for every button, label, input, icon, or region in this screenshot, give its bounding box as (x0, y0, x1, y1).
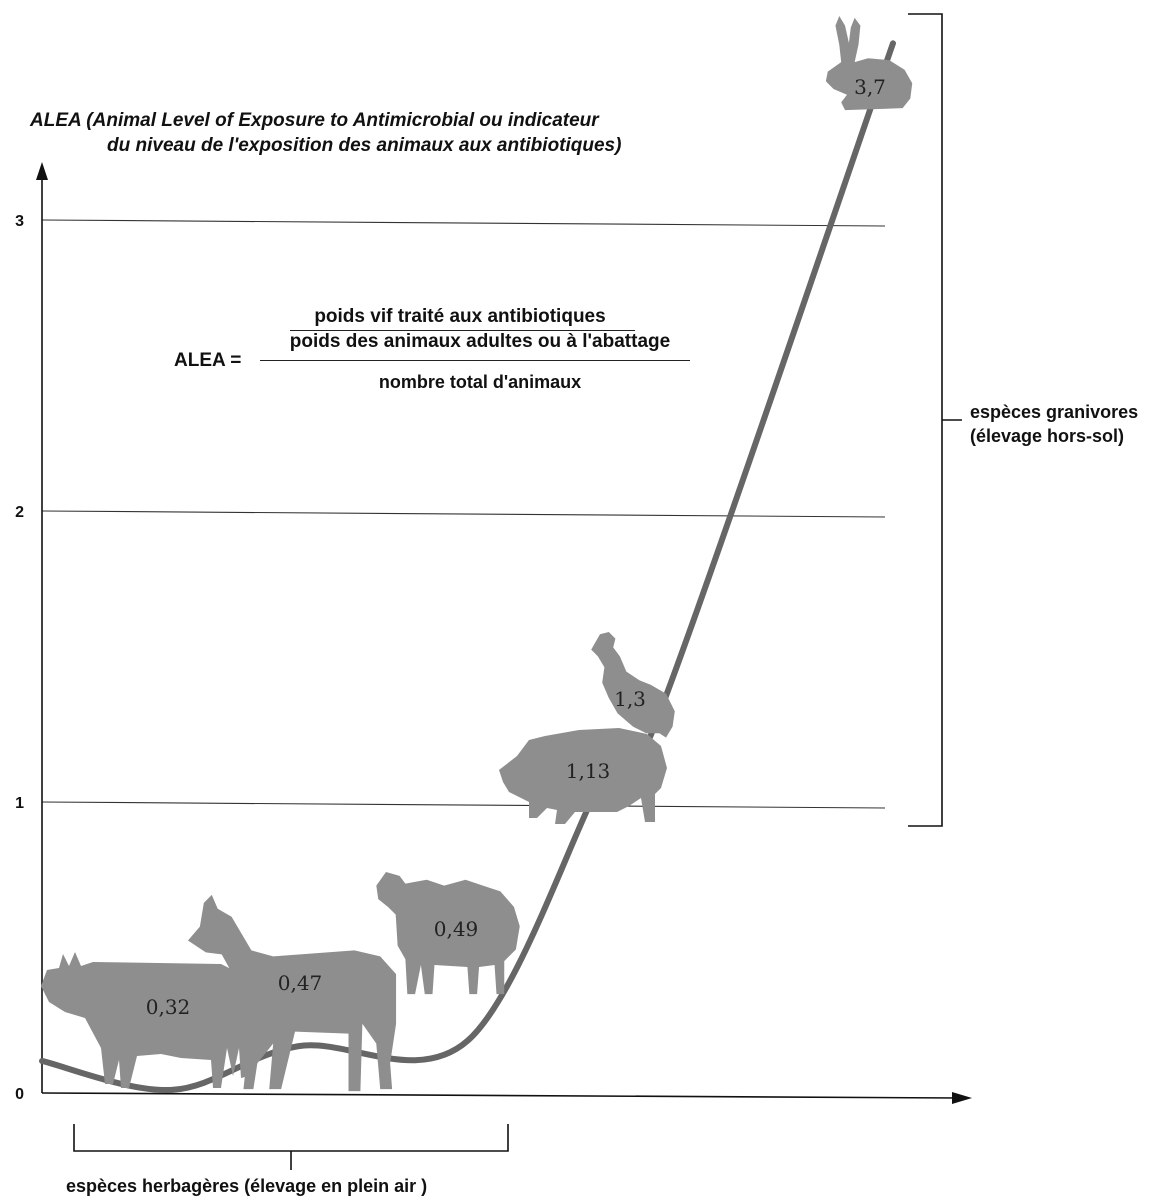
y-tick-label: 2 (15, 504, 24, 521)
data-label: 0,32 (146, 995, 191, 1019)
x-axis-line (41, 1092, 959, 1099)
granivores-bracket (908, 13, 943, 827)
y-tick-label: 3 (15, 213, 24, 230)
chicken-icon: 1,3 (591, 632, 675, 738)
gridline-2 (41, 510, 886, 518)
data-label: 1,3 (614, 687, 646, 711)
y-axis-label-line1: ALEA (Animal Level of Exposure to Antimi… (30, 110, 599, 131)
rabbit-icon: 3,7 (825, 16, 913, 111)
herbageres-group-label: espèces herbagères (élevage en plein air… (66, 1176, 428, 1196)
data-label: 1,13 (566, 759, 611, 783)
y-axis-label: ALEA (Animal Level of Exposure to Antimi… (30, 108, 690, 158)
chicken-icon-shape (591, 632, 675, 738)
granivores-label-line1: espèces granivores (970, 402, 1139, 422)
sheep-icon: 0,49 (376, 872, 520, 995)
data-label: 0,49 (434, 917, 479, 941)
gridline-1 (41, 801, 886, 809)
formula-inner-fraction-bar (290, 330, 635, 331)
y-tick-label: 0 (15, 1086, 24, 1103)
data-label: 0,47 (278, 971, 323, 995)
pig-icon: 1,13 (499, 728, 667, 824)
gridline-3 (41, 219, 886, 227)
formula-main-fraction-bar (260, 360, 690, 361)
alea-formula: ALEA = poids vif traité aux antibiotique… (170, 306, 700, 406)
formula-lhs: ALEA = (174, 350, 242, 371)
horse-icon: 0,47 (187, 894, 397, 1092)
herbageres-bracket (73, 1124, 509, 1152)
cow-icon: 0,32 (41, 952, 249, 1088)
granivores-label-line2: (élevage hors-sol) (970, 426, 1125, 446)
granivores-group-label: espèces granivores (élevage hors-sol) (970, 400, 1169, 448)
formula-denominator: poids des animaux adultes ou à l'abattag… (289, 331, 671, 352)
x-axis-arrow (952, 1092, 972, 1104)
formula-numerator: poids vif traité aux antibiotiques (314, 306, 606, 327)
y-axis-arrow (36, 162, 48, 180)
y-tick-label: 1 (15, 795, 24, 812)
y-axis-label-line2: du niveau de l'exposition des animaux au… (107, 135, 622, 156)
formula-divisor: nombre total d'animaux (378, 372, 582, 392)
data-label: 3,7 (854, 75, 886, 99)
